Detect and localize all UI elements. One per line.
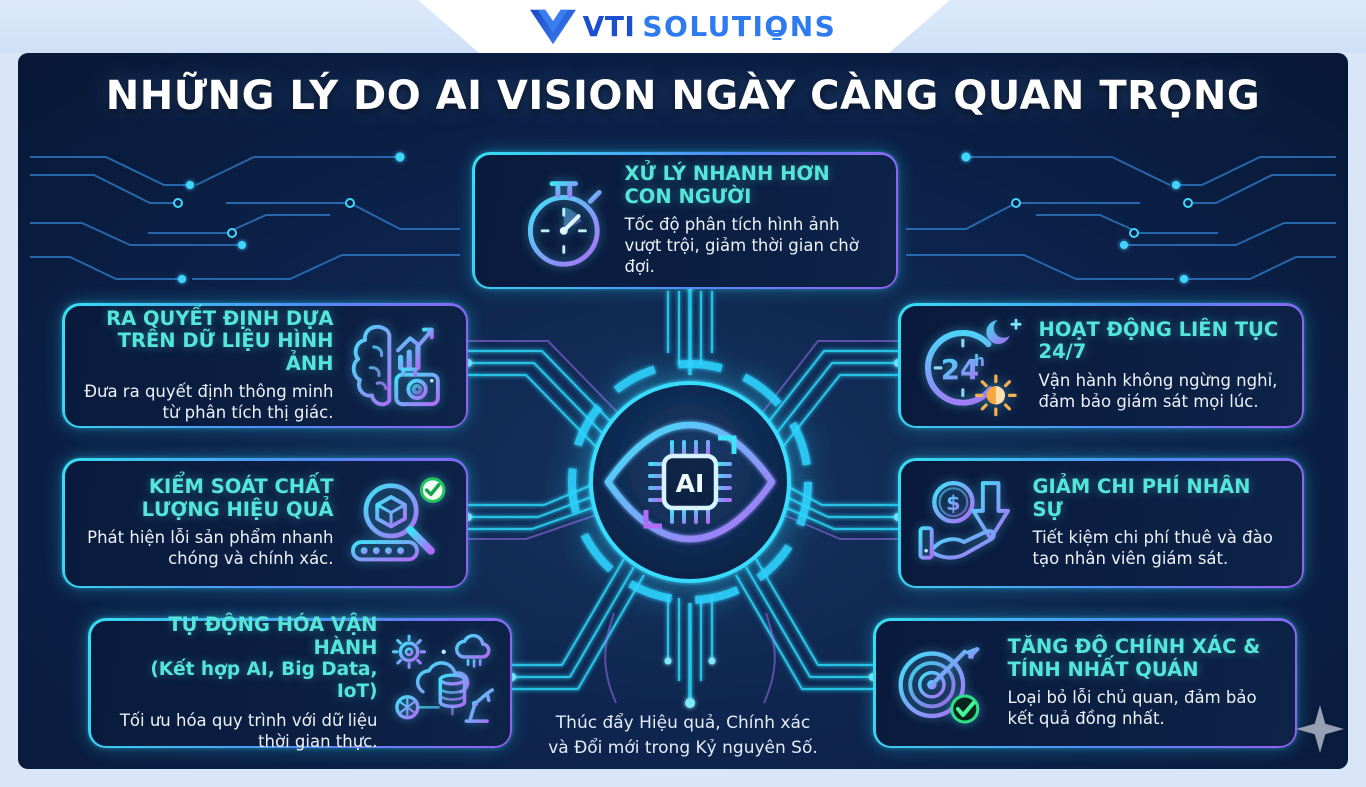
- card-accuracy-consistency: TĂNG ĐỘ CHÍNH XÁC & TÍNH NHẤT QUÁN Loại …: [873, 618, 1297, 748]
- card-text: RA QUYẾT ĐỊNH DỰA TRÊN DỮ LIỆU HÌNH ẢNH …: [81, 306, 334, 423]
- card-quality-control: KIỂM SOÁT CHẤT LƯỢNG HIỆU QUẢ Phát hiện …: [62, 458, 468, 588]
- card-title: TĂNG ĐỘ CHÍNH XÁC & TÍNH NHẤT QUÁN: [1007, 635, 1261, 681]
- circuit-traces-right: [906, 152, 1336, 283]
- card-text: TĂNG ĐỘ CHÍNH XÁC & TÍNH NHẤT QUÁN Loại …: [1008, 636, 1279, 729]
- vti-solutions-logo: VTI SOLUTIONS: [0, 0, 1366, 53]
- card-title: HOẠT ĐỘNG LIÊN TỤC 24/7: [1038, 317, 1279, 364]
- card-subtitle: (Kết hợp AI, Big Data, IoT): [150, 659, 378, 703]
- card-text: TỰ ĐỘNG HÓA VẬN HÀNH (Kết hợp AI, Big Da…: [107, 614, 378, 751]
- footer-tagline: Thúc đẩy Hiệu quả, Chính xác và Đổi mới …: [513, 711, 853, 760]
- automation-icon: [390, 634, 494, 732]
- card-desc: Đưa ra quyết định thông minh từ phân tíc…: [84, 382, 334, 423]
- card-text: XỬ LÝ NHANH HƠN CON NGƯỜI Tốc độ phân tí…: [625, 163, 880, 277]
- card-automation: TỰ ĐỘNG HÓA VẬN HÀNH (Kết hợp AI, Big Da…: [88, 614, 512, 751]
- card-text: HOẠT ĐỘNG LIÊN TỤC 24/7 Vận hành không n…: [1038, 317, 1286, 412]
- clock-24-label: 24: [940, 353, 978, 385]
- page-title: NHỮNG LÝ DO AI VISION NGÀY CÀNG QUAN TRỌ…: [105, 73, 1261, 119]
- clock-h-label: h: [973, 352, 984, 370]
- card-title: GIẢM CHI PHÍ NHÂN SỰ: [1032, 475, 1251, 521]
- footer-line1: Thúc đẩy Hiệu quả, Chính xác: [555, 713, 811, 733]
- logo-solutions-pre: SOLUTI: [642, 10, 765, 43]
- card-processing-speed: XỬ LÝ NHANH HƠN CON NGƯỜI Tốc độ phân tí…: [472, 152, 898, 289]
- footer-line2: và Đổi mới trong Kỷ nguyên Số.: [548, 737, 818, 758]
- logo-text-vti: VTI: [582, 10, 636, 43]
- card-cost-reduction: $ GIẢM CHI PHÍ NHÂN SỰ Tiết kiệm chi phí…: [898, 458, 1304, 588]
- accuracy-target-icon: [892, 634, 996, 732]
- brain-analytics-camera-icon: [346, 317, 450, 415]
- stopwatch-icon: [490, 166, 613, 276]
- vti-v-mark-icon: [529, 9, 576, 44]
- circuit-traces-left: [30, 152, 460, 283]
- quality-inspection-icon: [346, 474, 450, 572]
- ai-chip-label: AI: [676, 469, 705, 498]
- card-title: TỰ ĐỘNG HÓA VẬN HÀNH: [168, 613, 378, 659]
- infographic-panel: NHỮNG LÝ DO AI VISION NGÀY CÀNG QUAN TRỌ…: [18, 53, 1348, 769]
- card-title: KIỂM SOÁT CHẤT LƯỢNG HIỆU QUẢ: [141, 475, 334, 521]
- card-desc: Tiết kiệm chi phí thuê và đào tạo nhân v…: [1032, 528, 1273, 569]
- logo-solutions-post: NS: [789, 10, 837, 43]
- dollar-label: $: [946, 491, 960, 515]
- card-data-driven-decisions: RA QUYẾT ĐỊNH DỰA TRÊN DỮ LIỆU HÌNH ẢNH …: [62, 303, 468, 428]
- card-title: XỬ LÝ NHANH HƠN CON NGƯỜI: [624, 162, 830, 208]
- logo-banner: [418, 0, 950, 53]
- card-continuous-operation: 24 h HOẠT ĐỘNG LIÊN TỤC 24/7 Vận hành kh…: [898, 303, 1304, 428]
- card-desc: Tối ưu hóa quy trình với dữ liệu thời gi…: [119, 710, 378, 751]
- logo-text-solutions: SOLUTIONS: [642, 10, 836, 43]
- cost-saving-icon: $: [917, 474, 1021, 572]
- card-text: KIỂM SOÁT CHẤT LƯỢNG HIỆU QUẢ Phát hiện …: [81, 475, 334, 569]
- card-text: GIẢM CHI PHÍ NHÂN SỰ Tiết kiệm chi phí t…: [1033, 476, 1286, 569]
- card-desc: Loại bỏ lỗi chủ quan, đảm bảo kết quả đồ…: [1007, 688, 1257, 729]
- card-desc: Phát hiện lỗi sản phẩm nhanh chóng và ch…: [87, 528, 334, 569]
- clock-24-7-icon: 24 h: [917, 314, 1027, 418]
- card-desc: Tốc độ phân tích hình ảnh vượt trội, giả…: [624, 215, 859, 277]
- card-title: RA QUYẾT ĐỊNH DỰA TRÊN DỮ LIỆU HÌNH ẢNH: [106, 306, 334, 375]
- ai-vision-eye-icon: AI: [565, 357, 815, 607]
- lightbulb-o-icon: O: [764, 10, 790, 43]
- card-desc: Vận hành không ngừng nghỉ, đảm bảo giám …: [1038, 370, 1278, 411]
- header-bar: VTI SOLUTIONS: [0, 0, 1366, 53]
